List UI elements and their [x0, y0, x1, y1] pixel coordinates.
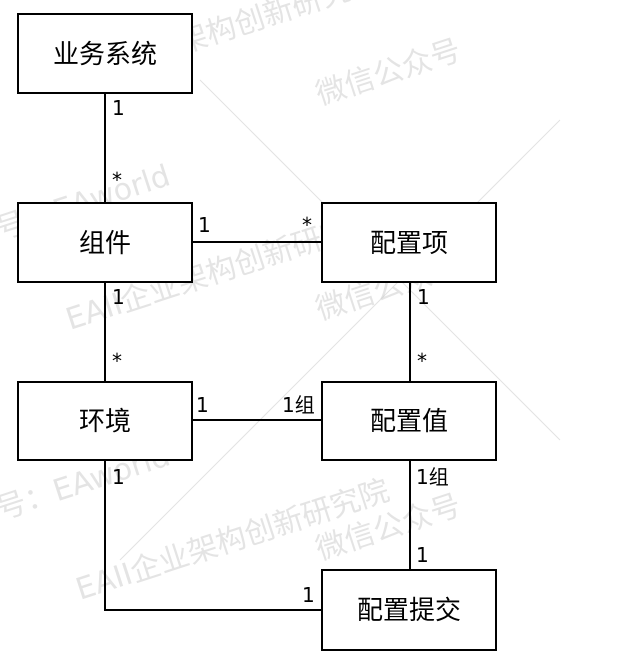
- node-business-system: 业务系统: [17, 13, 193, 94]
- node-component: 组件: [17, 202, 193, 283]
- multiplicity-label: 1: [196, 393, 209, 417]
- multiplicity-label: *: [417, 349, 427, 373]
- connectors: [104, 93, 411, 611]
- multiplicity-label: *: [302, 213, 312, 237]
- multiplicity-label: 1组: [416, 465, 449, 489]
- multiplicity-label: 1: [112, 465, 125, 489]
- node-box: [321, 202, 497, 283]
- multiplicity-label: 1: [112, 285, 125, 309]
- node-label: 配置项: [370, 229, 448, 259]
- node-config-item: 配置项: [321, 202, 497, 283]
- node-environment: 环境: [17, 381, 193, 461]
- multiplicity-label: 1: [417, 285, 430, 309]
- multiplicity-label: *: [112, 168, 122, 192]
- node-label: 配置值: [370, 407, 448, 437]
- node-box: [17, 202, 193, 283]
- node-label: 组件: [79, 229, 131, 259]
- multiplicity-label: 1: [302, 583, 315, 607]
- node-box: [17, 13, 193, 94]
- multiplicity-labels: 1 * 1 * 1 * 1 * 1 1组 1组 1 1 1: [112, 96, 449, 607]
- node-box: [17, 381, 193, 461]
- multiplicity-label: 1: [112, 96, 125, 120]
- watermark-line: 微信公众号: [312, 33, 465, 113]
- multiplicity-label: 1: [198, 213, 211, 237]
- node-box: [321, 569, 497, 651]
- node-label: 环境: [79, 407, 131, 437]
- node-label: 配置提交: [357, 596, 461, 626]
- multiplicity-label: 1组: [282, 393, 315, 417]
- node-config-value: 配置值: [321, 381, 497, 461]
- node-label: 业务系统: [53, 40, 157, 70]
- node-box: [321, 381, 497, 461]
- node-config-commit: 配置提交: [321, 569, 497, 651]
- multiplicity-label: *: [112, 349, 122, 373]
- multiplicity-label: 1: [416, 543, 429, 567]
- edge-environment-config-commit: [104, 460, 322, 611]
